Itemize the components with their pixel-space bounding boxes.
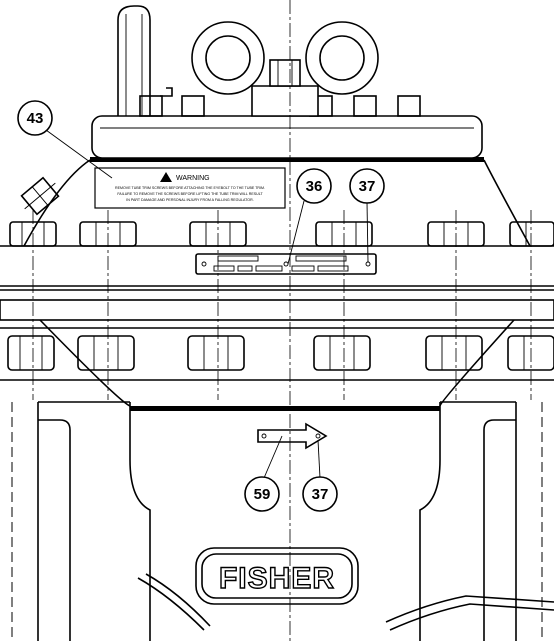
warning-line: FAILURE TO REMOVE THE SCREWS BEFORE LIFT… (117, 192, 263, 196)
callout-36: 36 (296, 168, 332, 204)
warning-title: WARNING (176, 175, 210, 182)
side-stud-bolt (20, 176, 60, 216)
nameplate (195, 253, 377, 275)
callout-59: 59 (244, 476, 280, 512)
callout-label: 37 (359, 178, 376, 195)
fisher-badge: FISHER (195, 547, 359, 605)
warning-triangle-icon (160, 172, 172, 182)
eye-bolts (191, 21, 379, 117)
centerlines (32, 0, 532, 641)
top-tube (117, 5, 173, 116)
callout-37-arrow: 37 (302, 476, 338, 512)
callout-label: 36 (306, 178, 323, 195)
warning-line: REMOVE TUBE TRIM SCREWS BEFORE ATTACHING… (115, 186, 265, 190)
flow-arrow-plate (257, 422, 328, 450)
lower-nuts (0, 327, 554, 381)
warning-label: WARNING REMOVE TUBE TRIM SCREWS BEFORE A… (94, 167, 286, 209)
callout-label: 37 (312, 486, 329, 503)
callout-label: 59 (254, 486, 271, 503)
upper-flange (0, 245, 554, 291)
lower-lever (137, 573, 554, 631)
callout-label: 43 (27, 110, 44, 127)
callout-43: 43 (17, 100, 53, 136)
callout-leaders (45, 129, 369, 479)
brand-name: FISHER (219, 562, 335, 595)
warning-line: IN PART DAMAGE AND PERSONAL INJURY FROM … (126, 198, 253, 202)
upper-nuts (9, 221, 554, 247)
lower-bolt-row (0, 299, 554, 407)
callout-37-nameplate: 37 (349, 168, 385, 204)
bonnet-studs (139, 95, 421, 117)
